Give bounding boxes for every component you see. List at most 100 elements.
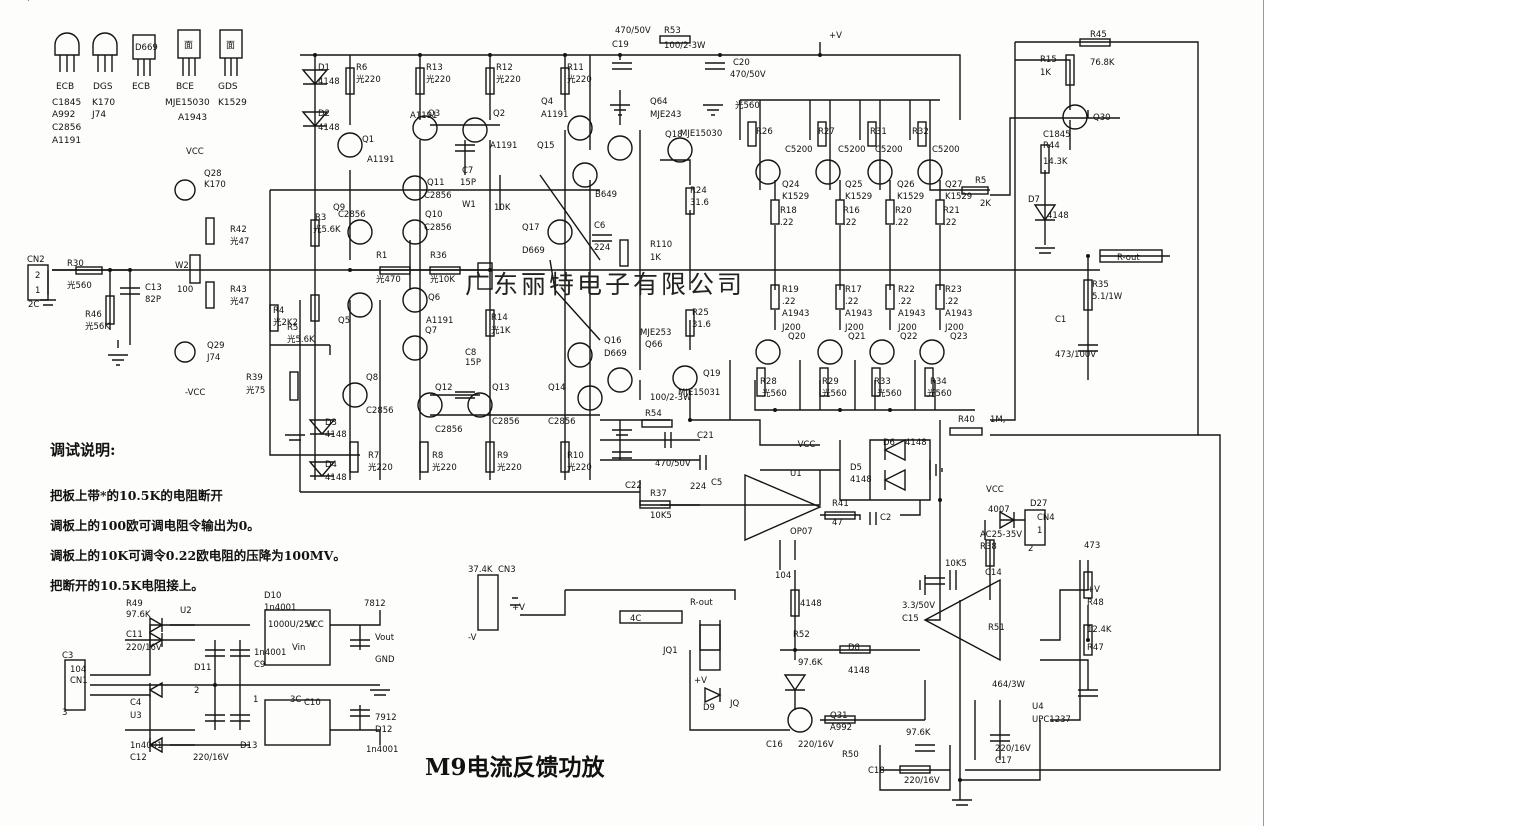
component-label: D5: [850, 463, 862, 473]
component-label: R45: [1090, 30, 1107, 40]
component-label: C21: [697, 431, 714, 441]
component-label: C9: [254, 660, 265, 670]
component-label: D11: [194, 663, 211, 673]
component-label: 1K: [650, 253, 661, 263]
component-label: 220/16V: [193, 753, 229, 763]
component-label: Q3: [428, 109, 440, 119]
component-label: 2: [1028, 544, 1033, 554]
component-label: -VCC: [795, 440, 815, 450]
component-label: JQ1: [662, 646, 678, 656]
component-label: .22: [782, 297, 796, 307]
component-label: C3: [62, 651, 73, 661]
component-label: R15: [1040, 55, 1057, 65]
component-label: D8: [848, 643, 860, 653]
component-label: 224: [594, 243, 610, 253]
component-label: 光2K2: [273, 317, 298, 328]
component-label: A1943: [945, 309, 972, 319]
component-label: +V: [512, 603, 525, 613]
component-label: Q64: [650, 97, 668, 107]
component-label: 光220: [432, 462, 457, 473]
component-label: U2: [180, 606, 192, 616]
component-label: 97.6K: [798, 658, 823, 668]
component-label: D6: [883, 438, 895, 448]
component-label: JQ: [729, 699, 740, 709]
component-label: C5200: [932, 145, 960, 155]
text-layer: 广东丽特电子有限公司 M9电流反馈功放 调试说明: 把板上带*的10.5K的电阻…: [0, 0, 1140, 786]
component-label: R8: [432, 451, 443, 461]
component-label: R4: [273, 306, 284, 316]
component-label: D669: [522, 246, 545, 256]
component-label: VCC: [186, 147, 204, 157]
component-label: 1000U/25V: [268, 620, 316, 630]
component-label: Q25: [845, 180, 863, 190]
legend-part: K170: [92, 98, 115, 108]
component-label: -VCC: [0, 0, 20, 3]
component-label: C12: [130, 753, 147, 763]
component-label: R16: [843, 206, 860, 216]
legend-package-mark: 面: [184, 40, 193, 51]
component-label: R53: [664, 26, 681, 36]
component-label: 2C: [28, 300, 39, 310]
component-label: 光47: [230, 296, 249, 307]
legend-part: K1529: [218, 98, 247, 108]
diagram-title: M9电流反馈功放: [425, 754, 605, 781]
instruction-step: 把板上带*的10.5K的电阻断开: [50, 488, 223, 503]
component-label: R42: [230, 225, 247, 235]
component-label: R22: [898, 285, 915, 295]
component-label: Q19: [703, 369, 721, 379]
component-label: Q27: [945, 180, 963, 190]
component-label: 光220: [426, 74, 451, 85]
component-label: 15P: [465, 358, 481, 368]
component-label: 5.1/1W: [1092, 292, 1123, 302]
component-label: D27: [1030, 499, 1047, 509]
component-label: 4148: [850, 475, 872, 485]
component-label: R46: [85, 310, 102, 320]
component-label: Q30: [1093, 113, 1111, 123]
component-label: C2856: [492, 417, 520, 427]
component-label: W2: [175, 261, 189, 271]
component-label: .22: [943, 218, 957, 228]
component-label: 31.6: [690, 198, 709, 208]
component-label: D13: [240, 741, 257, 751]
schematic-sheet: [0, 0, 1263, 826]
component-label: 4148: [325, 430, 347, 440]
component-label: K1529: [845, 192, 872, 202]
component-label: 100/2-3W: [650, 393, 692, 403]
component-label: +V: [1087, 585, 1100, 595]
component-label: R48: [1087, 598, 1104, 608]
component-label: K1529: [782, 192, 809, 202]
component-label: C2856: [435, 425, 463, 435]
component-label: 97.6K: [126, 610, 151, 620]
component-label: Q23: [950, 332, 968, 342]
component-label: C17: [995, 756, 1012, 766]
component-label: MJE243: [650, 110, 681, 120]
component-label: Q22: [900, 332, 918, 342]
component-label: R14: [491, 313, 508, 323]
component-label: Q1: [362, 135, 374, 145]
component-label: AC25-35V: [980, 530, 1022, 540]
component-label: Q2: [493, 109, 505, 119]
component-label: K1529: [945, 192, 972, 202]
component-label: 4148: [800, 599, 822, 609]
component-label: C2856: [338, 210, 366, 220]
component-label: R7: [368, 451, 379, 461]
component-label: 4C: [630, 614, 641, 624]
component-label: R30: [67, 259, 84, 269]
component-label: R20: [895, 206, 912, 216]
component-label: Q12: [435, 383, 453, 393]
component-label: A1943: [782, 309, 809, 319]
component-label: 光220: [496, 74, 521, 85]
component-label: OP07: [790, 527, 813, 537]
component-label: 3.3/50V: [902, 601, 935, 611]
component-label: 光10K: [430, 274, 455, 285]
component-label: R27: [818, 127, 835, 137]
legend-pinout: GDS: [218, 82, 238, 92]
component-label: 光5.6K: [287, 334, 315, 345]
component-label: 3: [62, 708, 67, 718]
component-label: Q8: [366, 373, 378, 383]
component-label: R54: [645, 409, 662, 419]
component-label: 10K5: [650, 511, 672, 521]
component-label: 光560: [927, 388, 952, 399]
component-label: 1: [1037, 526, 1042, 536]
component-label: 光560: [877, 388, 902, 399]
